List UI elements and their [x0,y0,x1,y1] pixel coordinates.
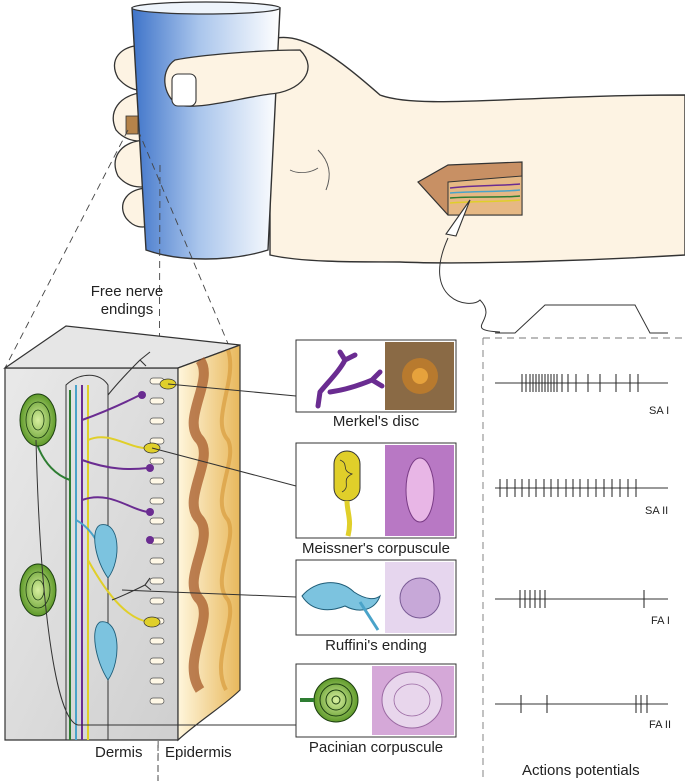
skin-window [417,161,523,333]
trace-label-fa2: FA II [649,719,672,731]
projection-lines [4,129,238,781]
receptor-panel-ruffini [295,559,457,636]
free-nerve-endings-line2: endings [100,301,154,318]
receptor-panel-merkel [295,339,457,413]
receptor-label-pacinian: Pacinian corpuscule [308,739,444,756]
receptor-panel-meissner [295,442,457,539]
trace-label-sa1: SA I [649,405,670,417]
receptor-label-merkel: Merkel's disc [332,413,420,430]
dermis-label: Dermis [95,744,143,761]
epidermis-label: Epidermis [165,744,232,761]
receptor-label-ruffini: Ruffini's ending [325,637,427,654]
actions-potentials-label: Actions potentials [522,762,640,779]
receptor-label-meissner: Meissner's corpuscule [302,540,450,557]
receptor-panel-pacinian [295,663,457,738]
free-nerve-endings-line1: Free nerve [90,283,164,300]
stimulus-trace [482,304,685,781]
trace-label-sa2: SA II [645,505,669,517]
glass [131,1,309,260]
free-nerve-endings-label: Free nerve endings [82,283,172,319]
trace-label-fa1: FA I [651,615,670,627]
skin-block [3,325,297,781]
spike-trains [495,374,668,713]
